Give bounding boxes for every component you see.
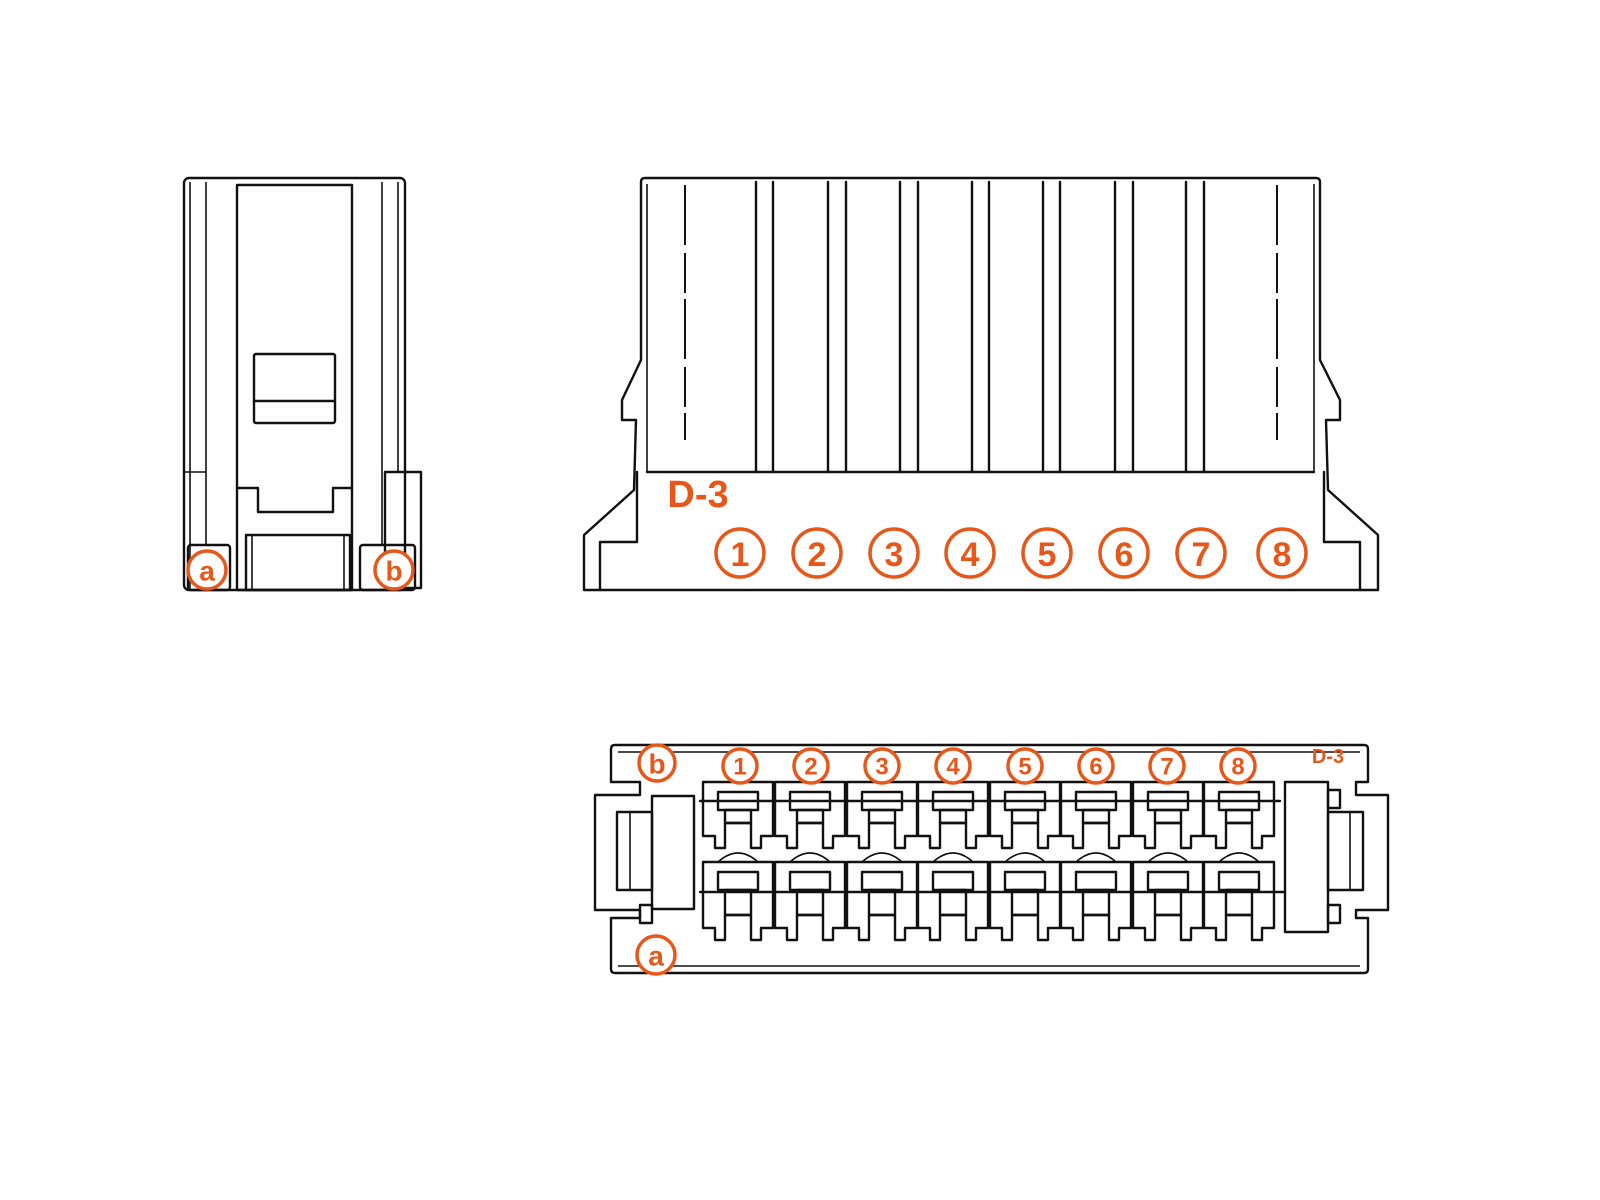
pin-number: 4 [946,754,960,781]
front-part-code: D-3 [667,474,728,516]
pin-circle [1006,747,1044,785]
pin-circle [1219,747,1257,785]
terminal-cavity [845,780,919,850]
pin-number: 3 [875,754,888,781]
terminal-cavity [1202,780,1276,850]
front-view: D-3 1 2 3 4 5 6 7 8 [582,176,1380,592]
pin-circle [1098,527,1150,579]
pin-callout-2: 2 [792,747,830,785]
pin-callout-1: 1 [721,747,759,785]
pin-circle [1077,747,1115,785]
pin-number: 4 [961,536,980,574]
pin-circle [1256,527,1308,579]
callout-a: a [635,934,677,976]
pin-callout-4: 4 [944,527,996,579]
terminal-cavity [1059,780,1133,850]
terminal-cavity [1131,852,1205,942]
pin-circle [944,527,996,579]
pin-number: 2 [804,754,817,781]
terminal-cavity [1131,780,1205,850]
pin-number: 3 [885,536,904,574]
pin-callout-8: 8 [1219,747,1257,785]
pin-callout-8: 8 [1256,527,1308,579]
pin-callout-7: 7 [1148,747,1186,785]
terminal-cavity [1202,852,1276,942]
pin-circle [934,747,972,785]
pin-number: 1 [731,536,750,574]
pin-circle [1021,527,1073,579]
pin-circle [791,527,843,579]
pin-number: 5 [1018,754,1031,781]
callout-a: a [186,549,228,591]
bottom-view: D-3 b a 1 2 3 4 5 6 7 8 [593,743,1390,976]
pin-number: 1 [733,754,746,781]
pin-callout-3: 3 [868,527,920,579]
side-window [252,352,337,425]
pin-number: 8 [1231,754,1244,781]
pin-callout-5: 5 [1021,527,1073,579]
pin-callout-6: 6 [1098,527,1150,579]
pin-circle [714,527,766,579]
pin-callout-5: 5 [1006,747,1044,785]
terminal-cavity [916,780,990,850]
side-outline [182,176,407,592]
pin-circle [868,527,920,579]
pin-callout-2: 2 [791,527,843,579]
bottom-outline [593,743,1390,975]
pin-number: 6 [1115,536,1134,574]
front-outline [582,176,1380,592]
terminal-cavity [845,852,919,942]
pin-callout-7: 7 [1175,527,1227,579]
pin-number: 2 [808,536,827,574]
terminal-cavity [988,780,1062,850]
svg-text:b: b [648,749,665,780]
callout-b: b [637,743,677,783]
svg-text:a: a [199,556,215,587]
pin-callout-4: 4 [934,747,972,785]
terminal-cavity [916,852,990,942]
pin-number: 7 [1160,754,1173,781]
pin-circle [1148,747,1186,785]
pin-callout-1: 1 [714,527,766,579]
terminal-cavity [701,852,775,942]
terminal-cavity [988,852,1062,942]
terminal-cavity [701,780,775,850]
pin-circle [721,747,759,785]
svg-text:a: a [648,941,664,972]
pin-circle [792,747,830,785]
pin-number: 8 [1273,536,1292,574]
pin-callout-3: 3 [863,747,901,785]
pin-circle [863,747,901,785]
pin-number: 7 [1192,536,1211,574]
pin-number: 5 [1038,536,1057,574]
callout-b: b [373,549,415,591]
svg-text:b: b [385,556,402,587]
pin-circle [1175,527,1227,579]
terminal-cavity [773,852,847,942]
terminal-cavity [1059,852,1133,942]
side-view: a b [182,176,423,592]
terminal-cavity [773,780,847,850]
pin-number: 6 [1089,754,1102,781]
pin-callout-6: 6 [1077,747,1115,785]
bottom-part-code: D-3 [1312,746,1344,768]
